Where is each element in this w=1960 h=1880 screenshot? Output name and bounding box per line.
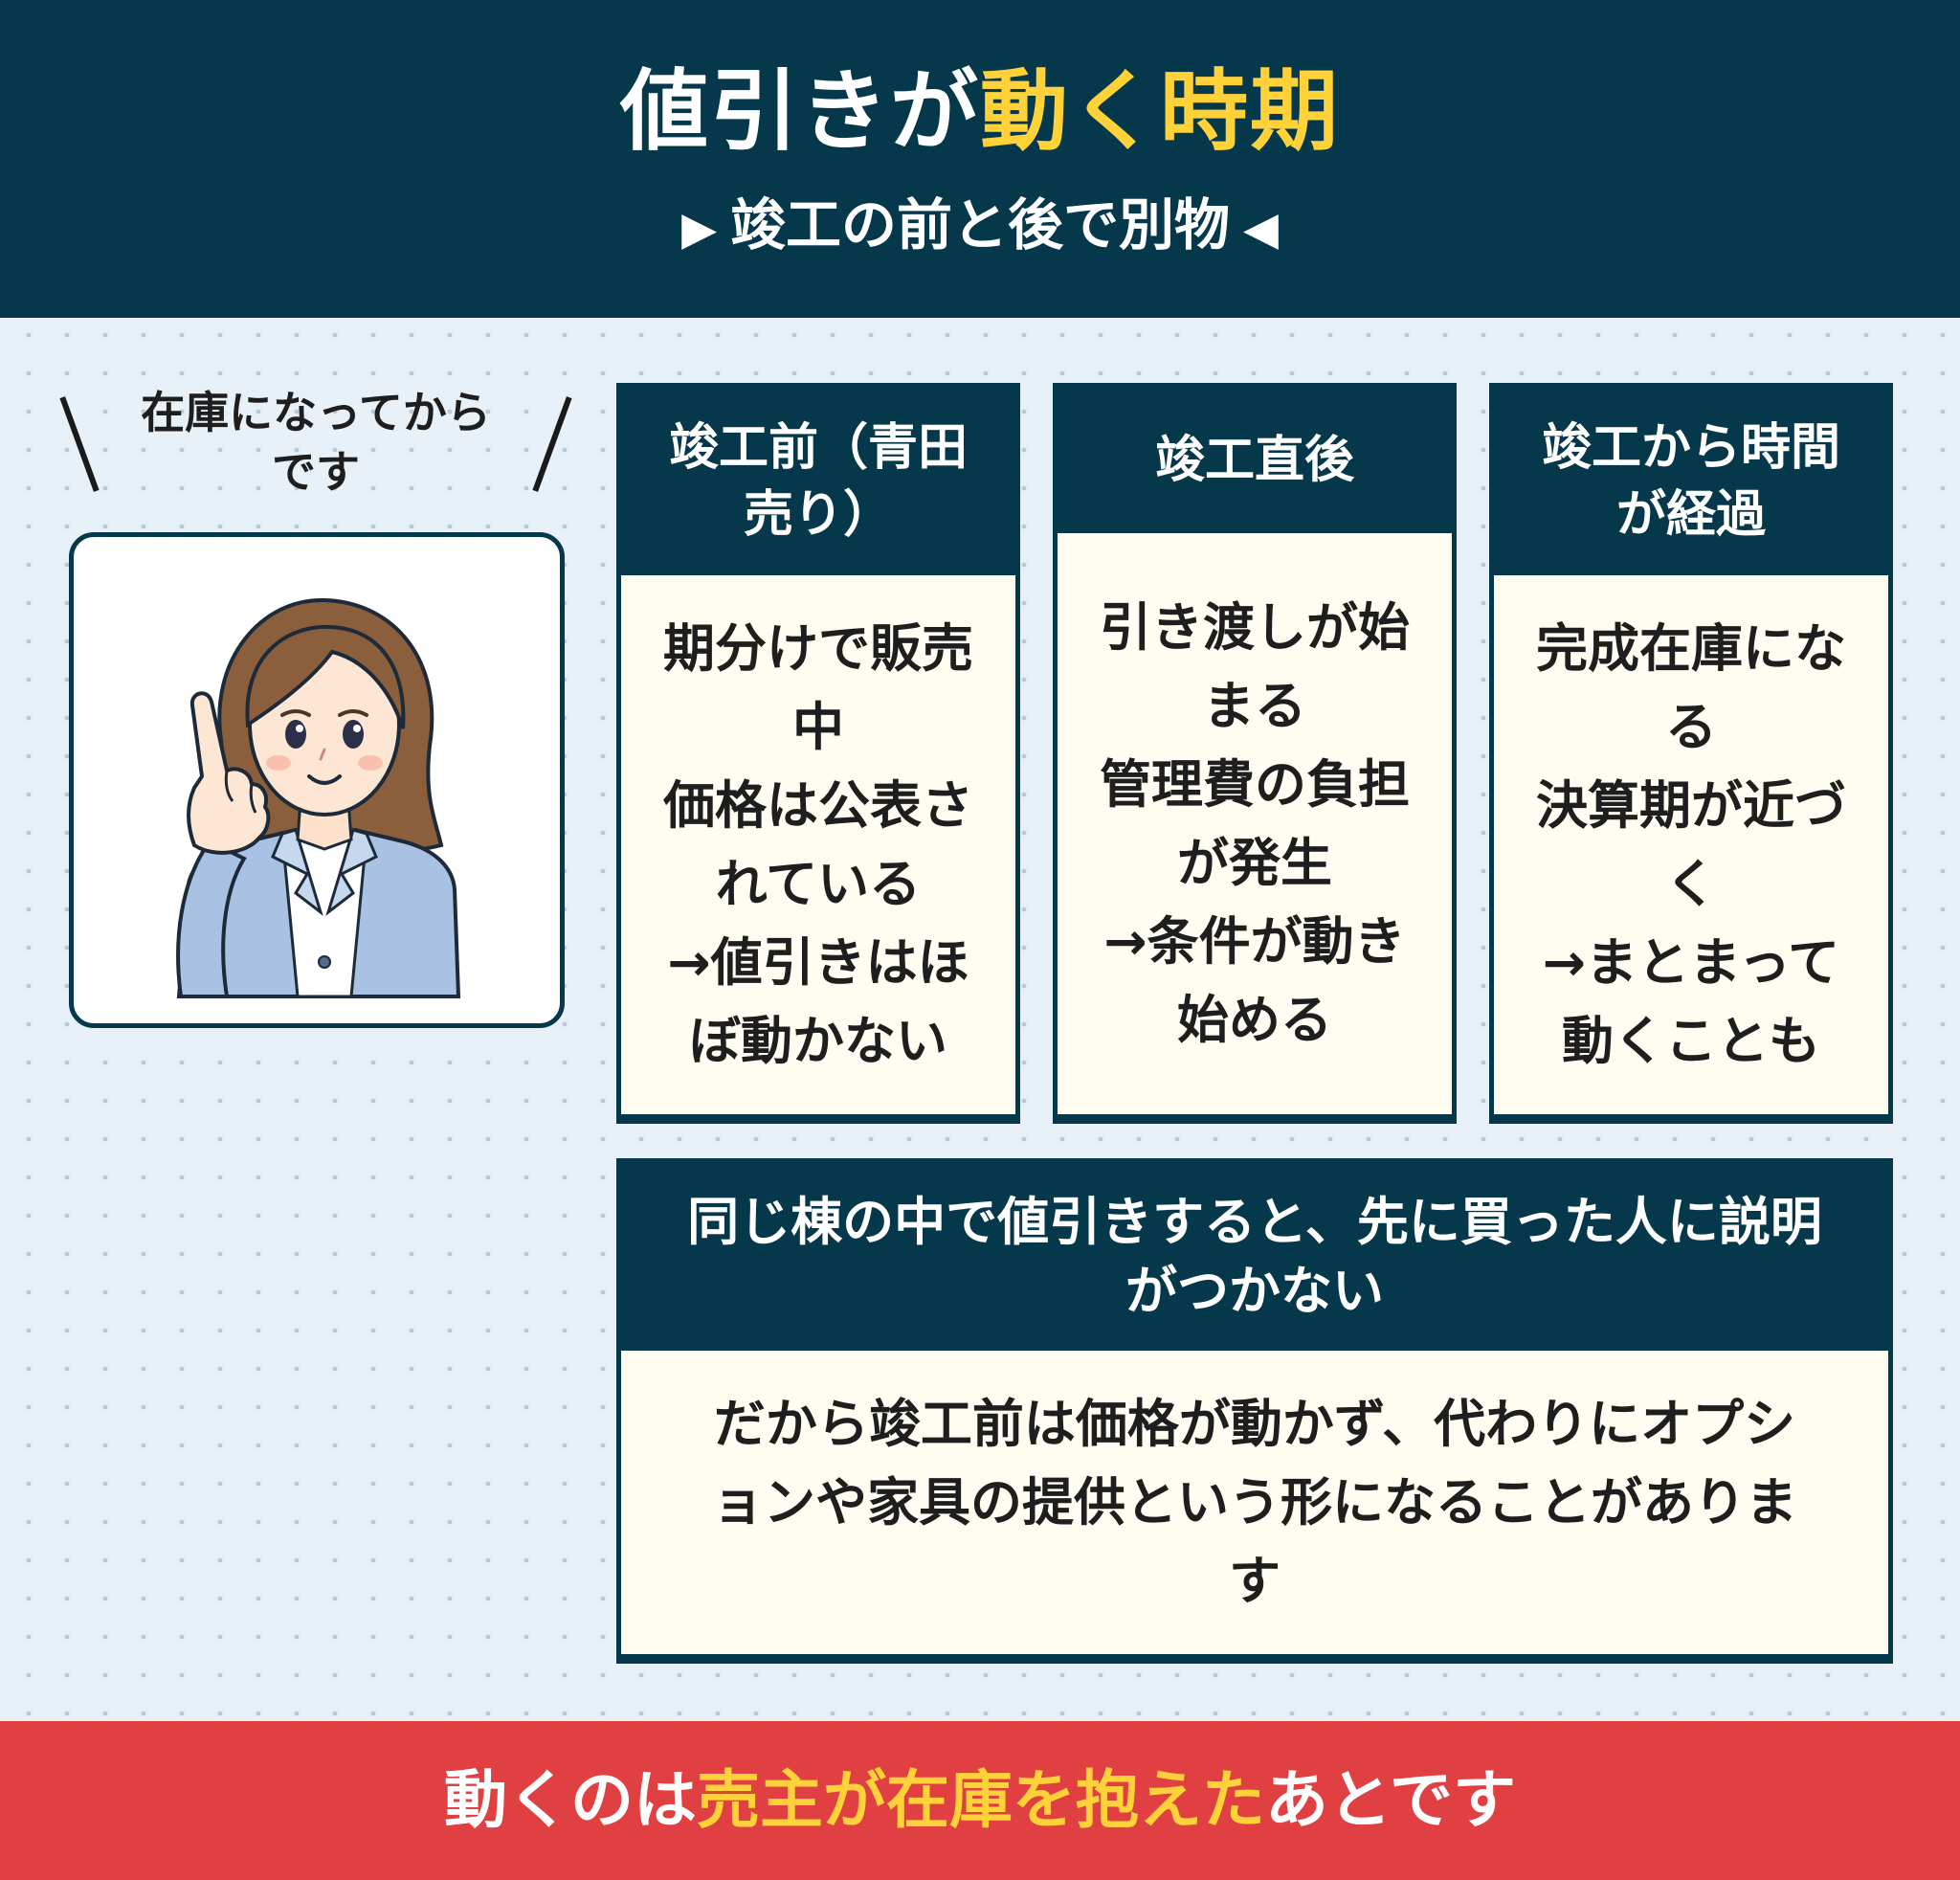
jacket-button-shape xyxy=(318,955,331,969)
stage-card-before-completion: 竣工前（青田 売り） 期分けで販売 中 価格は公表さ れている →値引きはほ ぼ… xyxy=(616,383,1020,1124)
body-line: 価格は公表さ xyxy=(663,774,973,836)
body-line: る xyxy=(1665,696,1717,757)
body-line: 管理費の負担 xyxy=(1100,753,1410,815)
footer-text: あとです xyxy=(1264,1763,1517,1837)
emphasis-slash-right-icon xyxy=(532,396,572,492)
title-line: 竣工から時間 xyxy=(1541,419,1840,477)
title-line: がつかない xyxy=(1125,1261,1384,1321)
stage-card-body: 完成在庫にな る 決算期が近づ く →まとまって 動くことも xyxy=(1494,575,1888,1114)
smile-shape xyxy=(307,774,342,785)
body-line: 決算期が近づ xyxy=(1536,774,1846,836)
header-banner: 値引きが動く時期 ▶竣工の前と後で別物◀ xyxy=(0,0,1960,318)
body-line: 完成在庫にな xyxy=(1536,617,1846,679)
speech-text: 在庫になってから です xyxy=(115,383,517,502)
body-line: 中 xyxy=(792,696,844,757)
body-line: れている xyxy=(715,853,922,914)
note-card: 同じ棟の中で値引きすると、先に買った人に説明 がつかない だから竣工前は価格が動… xyxy=(616,1158,1893,1664)
emphasis-slash-left-icon xyxy=(59,396,100,492)
body-line: ョンや家具の提供という形になることがありま xyxy=(712,1471,1797,1533)
avatar-card xyxy=(69,532,565,1028)
footer-banner: 動くのは売主が在庫を抱えたあとです xyxy=(0,1721,1960,1880)
triangle-left-icon: ◀ xyxy=(1243,202,1279,256)
body-line: ぼ動かない xyxy=(689,1010,947,1071)
stage-card-body: 期分けで販売 中 価格は公表さ れている →値引きはほ ぼ動かない xyxy=(621,575,1015,1114)
title-line: 同じ棟の中で値引きすると、先に買った人に説明 xyxy=(687,1192,1822,1252)
hair-bangs-shape xyxy=(245,624,406,729)
body-line: 動くことも xyxy=(1562,1010,1820,1071)
page-title: 値引きが動く時期 xyxy=(0,59,1960,165)
stage-card-body: 引き渡しが始 まる 管理費の負担 が発生 →条件が動き 始める xyxy=(1058,533,1452,1114)
body-line: まる xyxy=(1203,675,1306,736)
cheek-right-shape xyxy=(358,755,383,771)
title-highlight: 動く時期 xyxy=(980,60,1341,163)
title-text: 値引きが xyxy=(619,60,980,163)
footer-highlight: 売主が在庫を抱えた xyxy=(696,1763,1265,1837)
speech-line: 在庫になってから xyxy=(141,387,491,438)
body-line: →まとまって xyxy=(1542,931,1840,993)
body-line: が発生 xyxy=(1177,832,1332,893)
title-line: 竣工前（青田 xyxy=(668,419,968,477)
eye-right-shape xyxy=(343,720,364,749)
body-line: →条件が動き xyxy=(1103,910,1406,972)
eye-left-shape xyxy=(285,720,306,749)
body-line: 始める xyxy=(1177,989,1332,1050)
hand-pointing-icon xyxy=(187,691,271,855)
lapel-left-shape xyxy=(271,828,323,917)
cheek-left-shape xyxy=(266,755,291,771)
body-line: く xyxy=(1665,853,1717,914)
speech-line: です xyxy=(272,446,360,498)
stage-card-title: 竣工から時間 が経過 xyxy=(1494,388,1888,575)
title-line: 売り） xyxy=(743,486,893,544)
title-line: 竣工直後 xyxy=(1154,432,1354,489)
speech-caption: 在庫になってから です xyxy=(59,383,572,498)
body-line: だから竣工前は価格が動かず、代わりにオプシ xyxy=(713,1393,1796,1454)
page-subtitle: ▶竣工の前と後で別物◀ xyxy=(0,191,1960,262)
title-line: が経過 xyxy=(1615,486,1766,544)
stage-card-just-after-completion: 竣工直後 引き渡しが始 まる 管理費の負担 が発生 →条件が動き 始める xyxy=(1053,383,1457,1124)
avatar xyxy=(176,597,461,998)
footer-text: 動くのは xyxy=(443,1763,697,1837)
stage-card-long-after-completion: 竣工から時間 が経過 完成在庫にな る 決算期が近づ く →まとまって 動くこと… xyxy=(1489,383,1893,1124)
stage-card-title: 竣工直後 xyxy=(1058,388,1452,533)
body-line: す xyxy=(1229,1550,1281,1611)
body-line: 期分けで販売 xyxy=(663,617,973,679)
body-line: 引き渡しが始 xyxy=(1100,596,1410,658)
triangle-right-icon: ▶ xyxy=(681,202,717,256)
note-card-body: だから竣工前は価格が動かず、代わりにオプシ ョンや家具の提供という形になることが… xyxy=(621,1351,1888,1654)
body-line: →値引きはほ xyxy=(667,931,969,993)
subtitle-text: 竣工の前と後で別物 xyxy=(729,192,1230,257)
stage-card-title: 竣工前（青田 売り） xyxy=(621,388,1015,575)
lapel-right-shape xyxy=(325,828,378,917)
note-card-title: 同じ棟の中で値引きすると、先に買った人に説明 がつかない xyxy=(621,1163,1888,1351)
